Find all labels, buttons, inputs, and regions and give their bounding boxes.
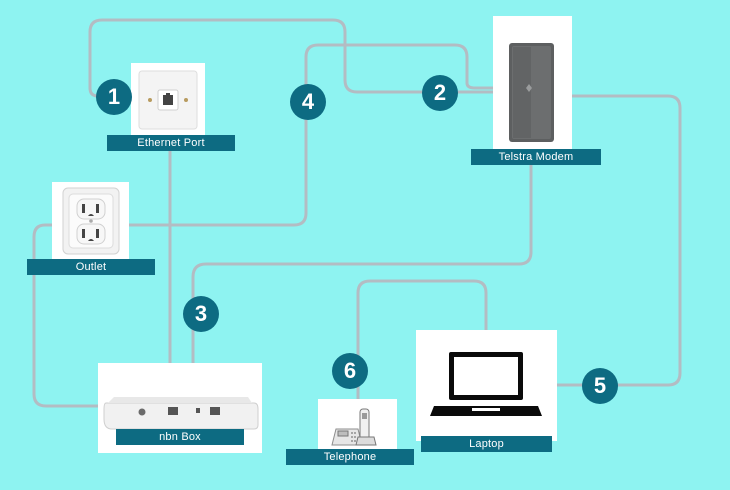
outlet-label: Outlet xyxy=(27,259,155,275)
step-badge-5: 5 xyxy=(582,368,618,404)
ethernet-wall-socket-icon xyxy=(138,70,198,130)
cable-laptop-to-telephone xyxy=(356,279,488,402)
telephone-card xyxy=(318,399,397,452)
laptop-label: Laptop xyxy=(421,436,552,452)
nbn-box-icon xyxy=(103,397,259,430)
nbn-box-label: nbn Box xyxy=(116,429,244,445)
step-badge-1: 1 xyxy=(96,79,132,115)
step-badge-4: 4 xyxy=(290,84,326,120)
ethernet-port-label: Ethernet Port xyxy=(107,135,235,151)
step-badge-2: 2 xyxy=(422,75,458,111)
power-outlet-icon xyxy=(62,187,120,255)
step-badge-3: 3 xyxy=(183,296,219,332)
telephone-label: Telephone xyxy=(286,449,414,465)
laptop-card xyxy=(416,330,557,441)
telstra-modem-card xyxy=(493,16,572,151)
cable-ethernet-to-modem xyxy=(88,18,497,98)
cable-outlet-to-nbn xyxy=(32,223,102,408)
step-badge-6: 6 xyxy=(332,353,368,389)
modem-icon xyxy=(509,43,554,142)
cable-modem-to-nbn xyxy=(191,161,533,365)
cable-modem-to-laptop xyxy=(554,94,682,387)
outlet-card xyxy=(52,182,129,260)
laptop-icon xyxy=(430,352,542,416)
telstra-modem-label: Telstra Modem xyxy=(471,149,601,165)
telephone-icon xyxy=(331,408,377,446)
ethernet-port-card xyxy=(131,63,205,137)
cable-outlet-to-modem xyxy=(118,43,497,227)
